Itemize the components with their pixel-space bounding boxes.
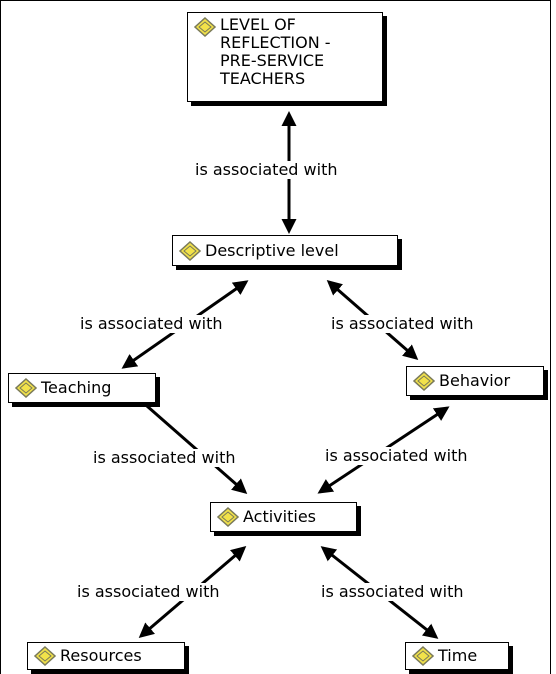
node-label: Descriptive level xyxy=(205,240,339,260)
concept-icon xyxy=(412,646,434,666)
node-time[interactable]: Time xyxy=(405,642,509,670)
node-teaching[interactable]: Teaching xyxy=(8,373,156,403)
node-resources[interactable]: Resources xyxy=(27,642,185,670)
concept-icon xyxy=(179,240,201,261)
edge-label-activities-time: is associated with xyxy=(320,582,465,601)
node-label: Activities xyxy=(243,507,316,526)
edge-teaching-activities xyxy=(128,390,248,494)
node-behavior[interactable]: Behavior xyxy=(406,366,544,396)
node-label: LEVEL OF REFLECTION - PRE-SERVICE TEACHE… xyxy=(220,15,331,88)
node-activities[interactable]: Activities xyxy=(210,502,357,532)
concept-icon xyxy=(217,507,239,527)
edge-label-teaching-activities: is associated with xyxy=(92,448,237,467)
edge-label-descriptive-teaching: is associated with xyxy=(79,314,224,333)
node-level-of-reflection[interactable]: LEVEL OF REFLECTION - PRE-SERVICE TEACHE… xyxy=(187,12,383,102)
node-label: Teaching xyxy=(41,378,112,397)
concept-icon xyxy=(194,17,216,37)
concept-icon xyxy=(413,371,435,391)
edge-label-activities-resources: is associated with xyxy=(76,582,221,601)
concept-icon xyxy=(15,378,37,398)
edge-label-root-descriptive: is associated with xyxy=(194,160,339,179)
node-descriptive-level[interactable]: Descriptive level xyxy=(172,235,398,266)
node-label: Resources xyxy=(60,646,142,665)
node-label: Behavior xyxy=(439,371,511,390)
concept-icon xyxy=(34,646,56,666)
edge-label-descriptive-behavior: is associated with xyxy=(330,314,475,333)
edge-label-behavior-activities: is associated with xyxy=(324,446,469,465)
node-label: Time xyxy=(438,646,478,665)
